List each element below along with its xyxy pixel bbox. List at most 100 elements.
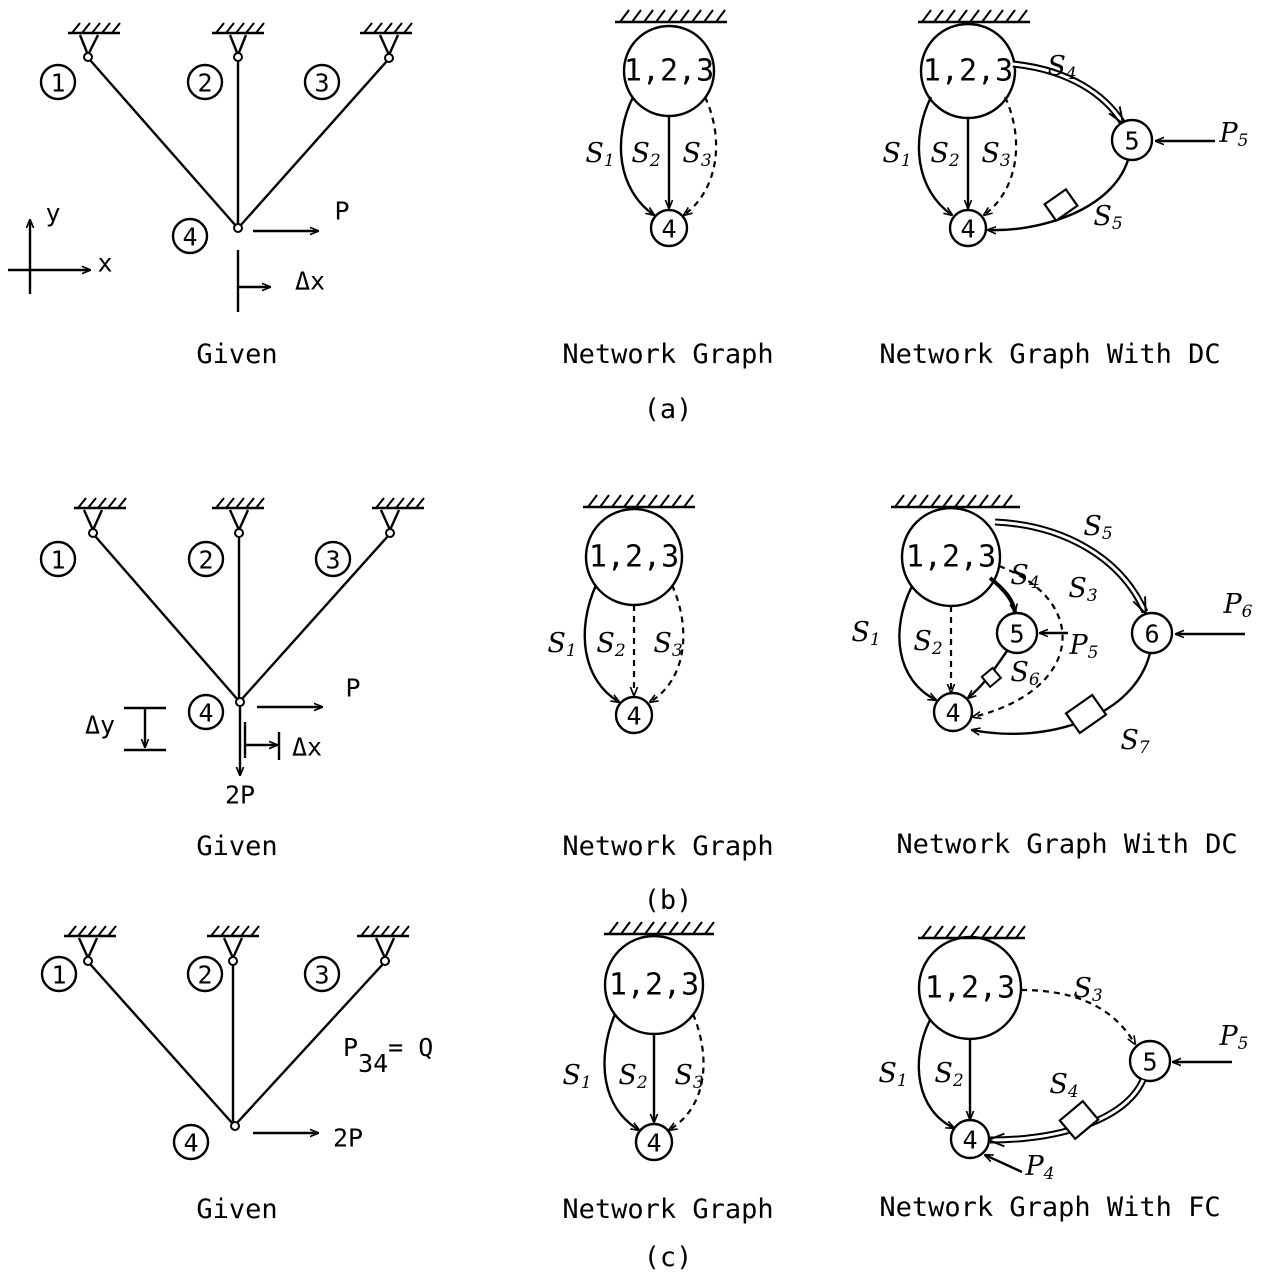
- node-4: [649, 208, 689, 248]
- edge-label-s1: S1: [882, 138, 911, 172]
- support-3: [357, 925, 410, 966]
- caption-given-c: Given: [196, 1194, 277, 1225]
- node-4-label: 4: [626, 702, 641, 731]
- edge-label-s4: S4: [1047, 51, 1076, 85]
- svg-text:2: 2: [197, 961, 212, 990]
- edge-label-s1: S1: [562, 1060, 591, 1094]
- support-1: [74, 497, 127, 538]
- edge-s4: [988, 576, 1015, 612]
- row-b-given-truss: 1 2 3 4 P 2P Δx Δy: [39, 497, 425, 810]
- load-label-p5: P5: [1069, 630, 1099, 664]
- edge-label-s3: S3: [981, 138, 1010, 172]
- ground-node-label: 1,2,3: [609, 968, 699, 1003]
- node-label-3: 3: [303, 955, 341, 993]
- node-label-4: 4: [171, 217, 209, 255]
- ground-node: [917, 935, 1023, 1041]
- node-label-4: 4: [172, 1123, 210, 1161]
- edge-label-s5: S5: [1083, 511, 1112, 545]
- node-label-1: 1: [40, 955, 78, 993]
- support-1: [64, 925, 117, 966]
- edge-label-s1: S1: [851, 617, 880, 651]
- caption-given-a: Given: [196, 339, 277, 370]
- edge-s3: [984, 96, 1018, 215]
- support-3: [360, 22, 413, 63]
- support-2: [212, 22, 265, 62]
- svg-text:1: 1: [51, 961, 66, 990]
- edge-label-s2: S2: [934, 1058, 963, 1092]
- dc-element-s7: [1064, 693, 1108, 735]
- edge-s7: [972, 652, 1152, 734]
- edge-label-s2: S2: [596, 628, 625, 662]
- load-label-p: P: [334, 197, 349, 226]
- caption-given-b: Given: [196, 831, 277, 862]
- row-a-network-graph: 1,2,3 4 S1 S2 S3: [585, 9, 727, 248]
- caption-part-c: (c): [644, 1242, 693, 1273]
- edge-label-s1: S1: [878, 1058, 907, 1092]
- dc-element-s6: [980, 666, 1003, 689]
- support-3: [372, 497, 425, 538]
- delta-x-label: Δx: [295, 267, 325, 296]
- ground-node-label: 1,2,3: [923, 54, 1013, 89]
- svg-text:1: 1: [50, 69, 65, 98]
- svg-text:2: 2: [198, 546, 213, 575]
- row-c-network-graph-fc: 1,2,3 4 5 P5 P4 S1 S2 S3 S4: [878, 925, 1249, 1185]
- fc-element-s4: [1058, 1099, 1100, 1141]
- node-4: [614, 695, 654, 735]
- load-label-p5: P5: [1219, 118, 1249, 152]
- node-4-label: 4: [960, 215, 975, 244]
- edge-label-s2: S2: [618, 1060, 647, 1094]
- x-axis-label: x: [97, 249, 112, 278]
- caption-network-graph-a: Network Graph: [562, 339, 773, 370]
- load-label-2p: 2P: [225, 781, 255, 810]
- edge-label-s1: S1: [585, 138, 614, 172]
- bar-3: [235, 963, 384, 1125]
- ground-node-label: 1,2,3: [906, 540, 996, 575]
- ground-node-label: 1,2,3: [925, 971, 1015, 1006]
- svg-text:4: 4: [182, 223, 197, 252]
- edge-s1: [917, 1019, 954, 1128]
- edge-s3: [684, 96, 718, 215]
- caption-network-graph-b: Network Graph: [562, 831, 773, 862]
- edge-label-s3: S3: [1073, 973, 1102, 1007]
- edge-label-s2: S2: [631, 138, 660, 172]
- dc-element-s5: [1043, 187, 1079, 223]
- caption-network-graph-c: Network Graph: [562, 1194, 773, 1225]
- edge-label-s2: S2: [930, 138, 959, 172]
- caption-part-a: (a): [644, 394, 693, 425]
- edge-s1: [603, 1013, 639, 1130]
- row-c-network-graph: 1,2,3 4 S1 S2 S3: [562, 921, 715, 1162]
- edge-label-s3: S3: [682, 138, 711, 172]
- support-1: [68, 22, 121, 62]
- node-label-2: 2: [186, 63, 224, 101]
- node-4: [634, 1122, 674, 1162]
- caption-with-dc-a: Network Graph With DC: [879, 339, 1220, 370]
- node-5: [1110, 118, 1154, 162]
- edge-label-s1: S1: [547, 628, 576, 662]
- edge-s3: [650, 584, 685, 702]
- y-axis-label: y: [45, 199, 60, 228]
- edge-label-s3: S3: [653, 628, 682, 662]
- node-label-4: 4: [187, 693, 225, 731]
- node-5-label: 5: [1142, 1048, 1157, 1077]
- node-4-label: 4: [646, 1129, 661, 1158]
- delta-y-label: Δy: [85, 711, 115, 740]
- edge-s1: [583, 584, 619, 702]
- load-label-p4: P4: [1025, 1151, 1055, 1185]
- row-a-given-truss: 1 2 3 4 P Δx y x: [8, 22, 413, 312]
- row-a-network-graph-dc: 1,2,3 4 5 P5 S1 S2 S3 S4 S5: [882, 9, 1249, 248]
- svg-text:3: 3: [314, 69, 329, 98]
- joint-4: [233, 223, 243, 233]
- node-4-label: 4: [661, 215, 676, 244]
- node-4-label: 4: [945, 699, 960, 728]
- edge-label-s6: S6: [1010, 657, 1040, 691]
- edge-label-s7: S7: [1120, 725, 1150, 759]
- bar-1: [89, 963, 234, 1125]
- caption-part-b: (b): [644, 885, 693, 916]
- member-force-label: P34= Q: [343, 1033, 433, 1078]
- node-4-label: 4: [962, 1126, 977, 1155]
- edge-label-s3: S3: [1068, 573, 1097, 607]
- svg-text:3: 3: [325, 546, 340, 575]
- edge-label-s4: S4: [1010, 560, 1039, 594]
- row-c-given-truss: 1 2 3 4 2P P34= Q: [40, 925, 433, 1161]
- row-b-network-graph: 1,2,3 4 S1 S2 S3: [547, 494, 695, 735]
